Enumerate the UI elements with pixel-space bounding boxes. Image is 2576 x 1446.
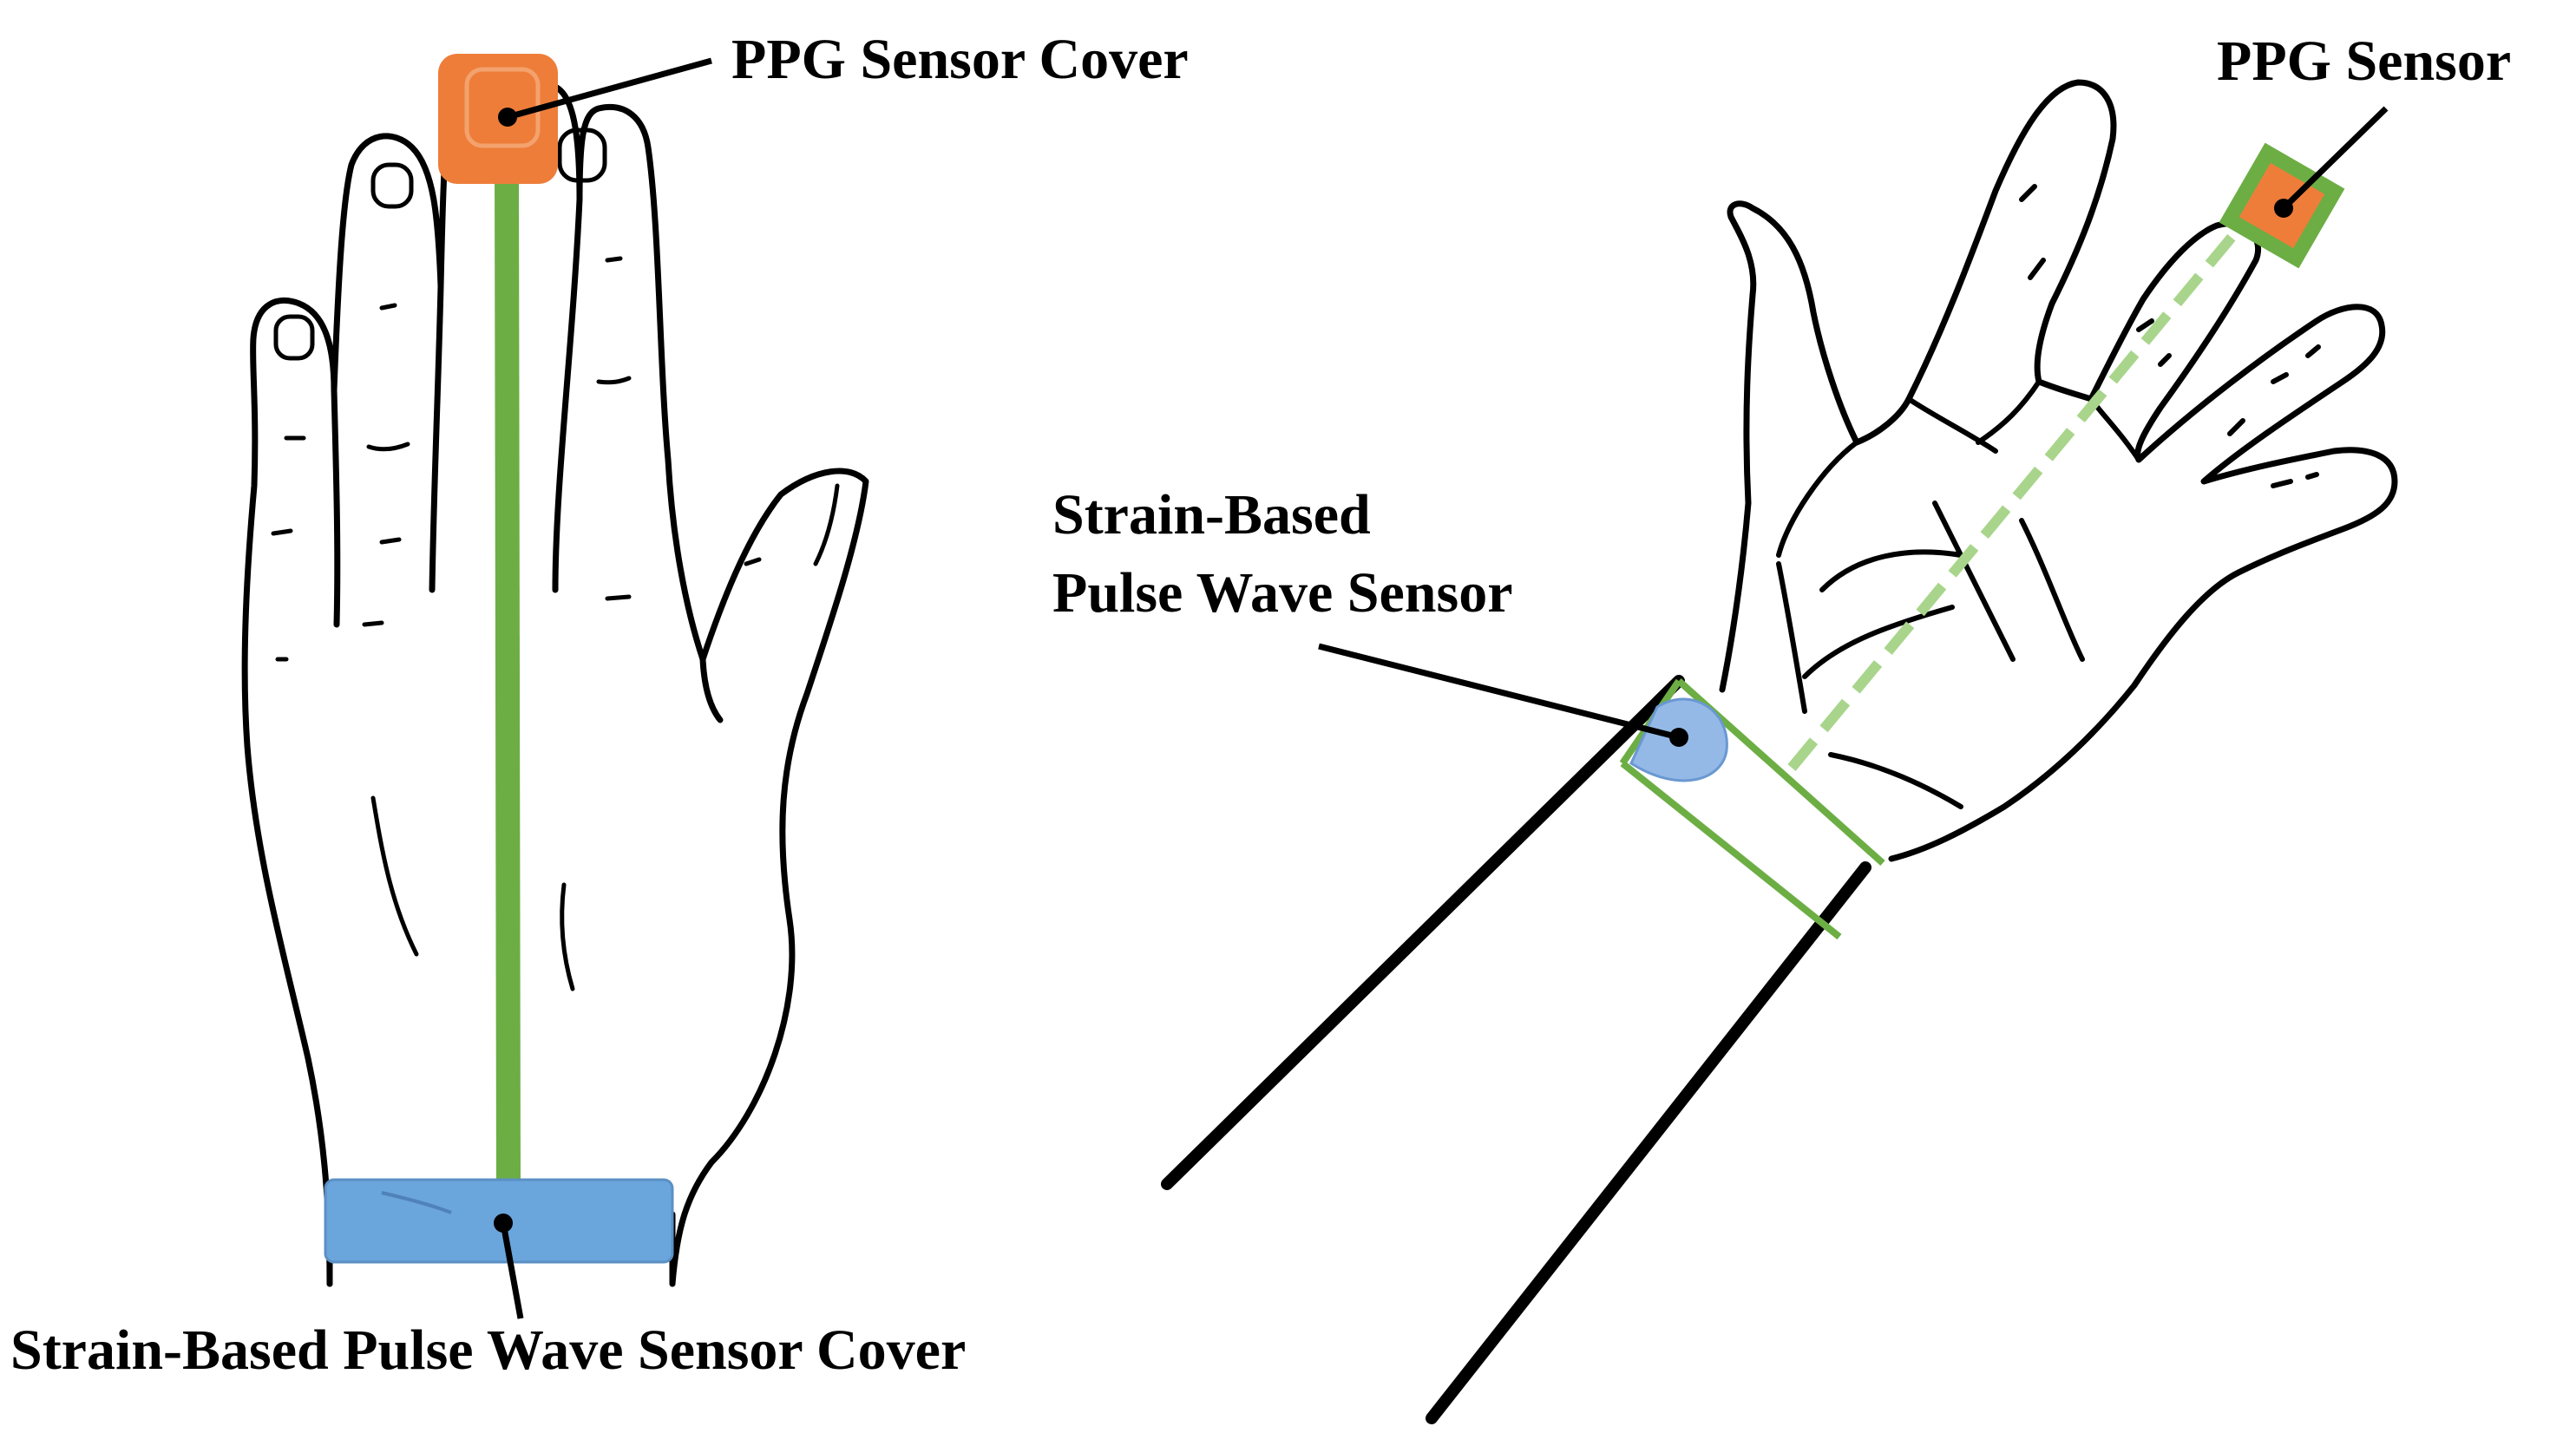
left-hand-outline <box>241 78 869 1287</box>
strain-sensor-dot <box>1669 728 1688 747</box>
strain-cover-dot <box>494 1214 513 1233</box>
ppg-sensor-dot <box>2274 199 2293 218</box>
finger-gap-1 <box>331 387 341 628</box>
nail-index <box>370 162 414 209</box>
label-strain-sensor-cover: Strain-Based Pulse Wave Sensor Cover <box>10 1318 967 1382</box>
label-ppg-sensor: PPG Sensor <box>2217 29 2512 93</box>
nail-thumb <box>813 483 840 566</box>
forearm-upper <box>1161 675 1685 1190</box>
nail-pinky <box>273 314 315 361</box>
right-hand-illustration <box>1161 79 2398 1424</box>
label-strain-sensor-line2: Pulse Wave Sensor <box>1052 561 1513 625</box>
finger-gap-2 <box>429 283 444 593</box>
finger-gap-3 <box>552 196 583 593</box>
right-hand-outline <box>1719 79 2398 862</box>
strain-sensor-leader <box>1318 643 1680 741</box>
thumb-inner <box>699 656 724 723</box>
ppg-cover-leader <box>507 57 712 121</box>
forearm-lower <box>1426 861 1871 1424</box>
ppg-sensor-leader <box>2281 106 2389 211</box>
label-strain-sensor-line1: Strain-Based <box>1052 483 1371 546</box>
right-dashed-strap <box>1787 231 2238 771</box>
ppg-cover-dot <box>498 108 517 127</box>
nail-ring <box>557 128 607 183</box>
strain-cover-leader <box>500 1222 524 1319</box>
label-ppg-sensor-cover: PPG Sensor Cover <box>731 28 1189 91</box>
left-hand-illustration <box>241 78 869 1287</box>
left-green-strap <box>495 155 521 1194</box>
